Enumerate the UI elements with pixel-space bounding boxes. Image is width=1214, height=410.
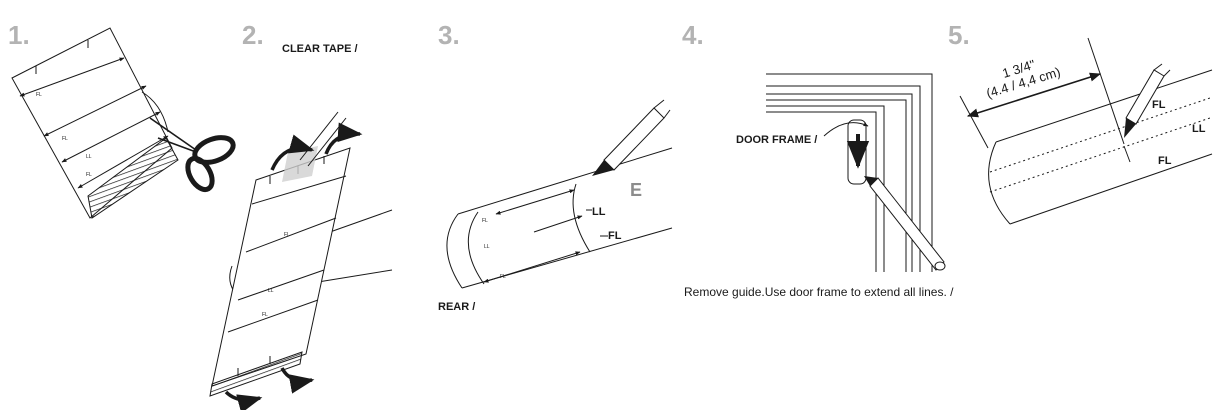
guide-fl-mark: FL [36,92,42,98]
step-2-panel: 2. CLEAR TAPE / FL LL FL [209,20,393,410]
clear-tape-label: CLEAR TAPE / [282,43,358,55]
letter-e-label: E [630,180,642,200]
ll-label: LL [1192,123,1206,135]
step-5-panel: 5. 1 3/4" (4.4 / 4,4 cm) FL LL FL [948,20,1213,225]
dimension-indicator [959,37,1125,149]
curved-arrow-icon [280,367,315,394]
step-2-number: 2. [242,20,264,50]
hatched-edge [209,351,303,397]
step-1-number: 1. [8,20,30,50]
guide-fl-mark: FL [500,274,506,280]
curved-arrow-icon [270,134,315,171]
guide-ll-mark: LL [268,288,274,294]
fl-label: FL [608,230,622,242]
step-3-number: 3. [438,20,460,50]
rear-label: REAR / [438,301,475,313]
door-edge-cylinder: FL LL FL [446,147,673,289]
pencil-icon [864,176,946,271]
guide-fl-mark: FL [262,312,268,318]
fl-label: FL [1158,155,1172,167]
pencil-icon [1124,63,1171,138]
scissors-icon [149,117,236,193]
guide-ll-mark: LL [86,154,92,160]
guide-on-frame [846,119,870,185]
guide-ll-mark: LL [484,244,490,250]
paper-guide: FL FL LL FL [11,27,179,219]
door-frame [766,73,933,272]
door-frame-label: DOOR FRAME / [736,134,817,146]
guide-fl-mark: FL [284,232,290,238]
ll-label: LL [592,206,606,218]
guide-fl-mark: FL [482,218,488,224]
guide-fl-mark: FL [62,136,68,142]
step-4-number: 4. [682,20,704,50]
paper-guide: FL LL FL [209,147,351,397]
step-4-panel: 4. DOOR FRAME / Remove guide.Use door fr… [682,20,954,299]
guide-fl-mark: FL [86,172,92,178]
fl-label: FL [1152,99,1166,111]
remove-guide-caption: Remove guide.Use door frame to extend al… [684,285,954,299]
curved-arrow-icon [324,122,363,155]
pencil-icon [592,99,671,176]
step-5-number: 5. [948,20,970,50]
step-3-panel: 3. E FL LL FL LL FL REAR / [438,20,673,313]
curved-arrow-icon [224,390,263,410]
door-edge-cylinder [988,69,1213,225]
step-1-panel: 1. FL FL LL FL [8,20,236,219]
